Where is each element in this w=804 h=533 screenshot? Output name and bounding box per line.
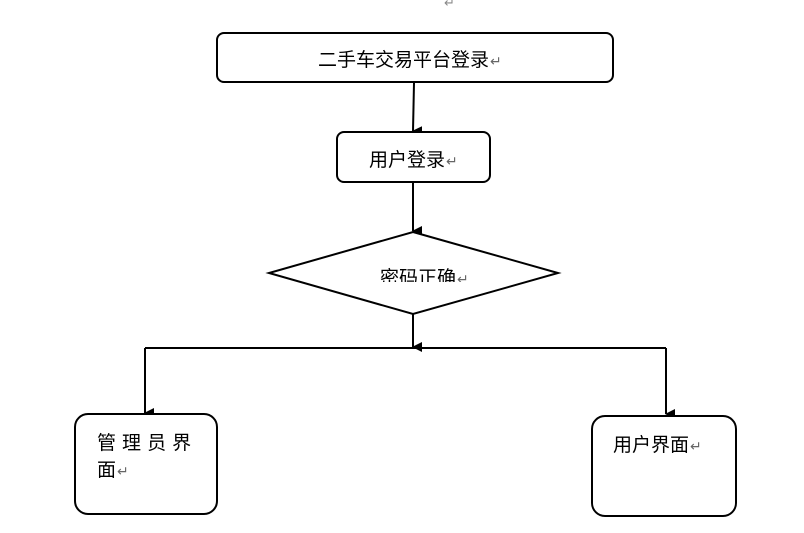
node-user-interface-label: 用户界面↵ bbox=[613, 434, 702, 456]
arrow-platform-to-user-login bbox=[412, 82, 423, 137]
node-admin-interface bbox=[74, 413, 218, 515]
paragraph-mark: ↵ bbox=[690, 439, 702, 455]
paragraph-mark: ↵ bbox=[117, 464, 129, 480]
node-user-interface bbox=[591, 415, 737, 517]
paragraph-mark-top: ↵ bbox=[444, 0, 455, 11]
node-platform-login bbox=[216, 32, 614, 83]
paragraph-mark: ↵ bbox=[446, 154, 458, 170]
node-admin-interface-label-line1: 管 理 员 界 bbox=[97, 432, 192, 454]
node-platform-login-label: 二手车交易平台登录↵ bbox=[318, 49, 502, 71]
paragraph-mark: ↵ bbox=[490, 54, 502, 70]
node-admin-interface-label-line2: 面↵ bbox=[97, 459, 129, 481]
node-user-login bbox=[336, 131, 491, 183]
paragraph-mark: ↵ bbox=[457, 272, 469, 282]
node-password-check-label: 密码正确↵ bbox=[380, 266, 469, 282]
node-user-login-label: 用户登录↵ bbox=[369, 149, 458, 171]
